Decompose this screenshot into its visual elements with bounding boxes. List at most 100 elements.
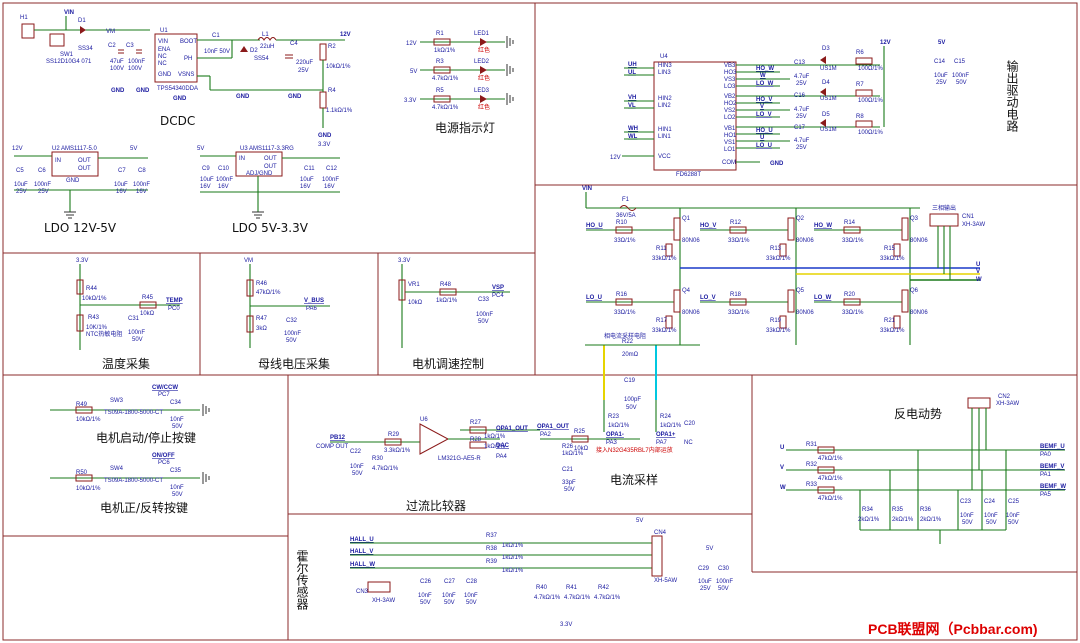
value-r45: 10kΩ — [140, 311, 155, 317]
pin-bemf: PA1 — [1040, 472, 1052, 478]
label-c28: C28 — [466, 579, 478, 585]
value2-c29: 25V — [700, 586, 711, 592]
diode-d1 — [80, 26, 86, 34]
label-r22: R22 — [622, 339, 634, 345]
gate-resistor — [615, 298, 633, 306]
pin-u1: NC — [158, 54, 167, 60]
value-cap: 10uF — [300, 177, 314, 183]
label-c21: C21 — [562, 467, 574, 473]
pin-u4: VCC — [658, 154, 671, 160]
resistor-r7 — [855, 89, 873, 97]
three-phase-bridge-block: VIN F1 36V/5A U V W 三相输出 CN1 XH-3AW — [582, 186, 985, 345]
pin-u2: OUT — [78, 158, 91, 164]
gate-pulldown-resistor — [779, 315, 787, 329]
title-drive: 输出驱动电路 — [1005, 59, 1019, 133]
pin-u4: VS1 — [724, 140, 736, 146]
value-r49: 10kΩ/1% — [76, 417, 101, 423]
value-c32: 100nF — [284, 331, 301, 337]
value-gate-pulldown: 33kΩ/1% — [880, 256, 905, 262]
label-cn2: CN2 — [998, 394, 1011, 400]
net-ho-u: HO_U — [756, 128, 773, 134]
net-pb12: PB12 — [330, 435, 346, 441]
value-mosfet: 80N06 — [910, 238, 928, 244]
value-r2: 10kΩ/1% — [326, 64, 351, 70]
pin-bemf: PA0 — [1040, 452, 1052, 458]
value-gate-resistor: 33Ω/1% — [842, 310, 864, 316]
label-r48: R48 — [440, 282, 452, 288]
value2-cap: 25V — [38, 189, 49, 195]
label-cap: C9 — [202, 166, 210, 172]
value-gate-pulldown: 33kΩ/1% — [652, 328, 677, 334]
value-c19: 100pF — [624, 397, 641, 403]
phase-label: V — [780, 465, 784, 471]
pin-u4: VB2 — [724, 94, 736, 100]
net-hall-v: HALL_V — [350, 549, 373, 555]
bemf-row: W R33 47kΩ/1% BEMF_W PA5 — [780, 482, 1066, 502]
value-r27: 1kΩ/1% — [484, 434, 506, 440]
label-r39: R39 — [486, 559, 498, 565]
resistor-r29 — [384, 438, 402, 446]
overcurrent-comparator-block: PB12 COMP OUT R29 3.3kΩ/1% U6 LM321G-AE5… — [316, 417, 540, 513]
label-gate-resistor: R10 — [616, 220, 628, 226]
phase-u-label: U — [976, 262, 980, 268]
value-c23: 10nF — [960, 513, 974, 519]
label-c26: C26 — [420, 579, 432, 585]
value-r36: 2kΩ/1% — [920, 517, 942, 523]
label-led: LED3 — [474, 88, 490, 94]
label-r50: R50 — [76, 470, 88, 476]
net-opa1-out: OPA1_OUT — [496, 426, 528, 432]
value-r23: 1kΩ/1% — [608, 423, 630, 429]
value-cap: 100nF — [322, 177, 339, 183]
label-d4: D4 — [822, 80, 830, 86]
net-bemf: BEMF_U — [1040, 444, 1065, 450]
vbus-block: VM R46 47kΩ/1% V_BUS PA6 R47 3kΩ C32 100… — [244, 258, 330, 371]
pin-u3: OUT — [264, 164, 277, 170]
pin-u4: LO2 — [724, 115, 736, 121]
value2-c3: 100V — [128, 66, 142, 72]
label-c34: C34 — [170, 400, 182, 406]
value-mosfet: 80N06 — [682, 238, 700, 244]
diode-d3 — [820, 56, 826, 64]
pin-u4: HIN2 — [658, 96, 672, 102]
resistor-r47 — [246, 315, 254, 333]
value-r30: 4.7kΩ/1% — [372, 466, 399, 472]
net-hall-w: HALL_W — [350, 562, 375, 568]
value-cn1: XH-3AW — [962, 222, 985, 228]
label-bemf-resistor: R31 — [806, 442, 818, 448]
label-led-resistor: R3 — [436, 59, 444, 65]
resistor-led — [433, 38, 451, 46]
gate-resistor — [729, 226, 747, 234]
label-mosfet: Q1 — [682, 216, 691, 222]
label-led: LED2 — [474, 59, 490, 65]
value-r29: 3.3kΩ/1% — [384, 448, 411, 454]
label-c31: C31 — [128, 316, 140, 322]
gate-resistor — [843, 226, 861, 234]
note-internal-opamp: 接入N32G435RBL7内部运放 — [596, 446, 673, 454]
ic-u2 — [51, 151, 99, 177]
net-hall-5v: 5V — [636, 518, 643, 524]
value-bemf-resistor: 47kΩ/1% — [818, 496, 843, 502]
label-c2: C2 — [108, 43, 116, 49]
value-gate-pulldown: 33kΩ/1% — [652, 256, 677, 262]
led-row: 5V R3 4.7kΩ/1% LED2 红色 — [410, 59, 514, 82]
label-c35: C35 — [170, 468, 182, 474]
value2-c15: 50V — [956, 80, 967, 86]
value-r39: 1kΩ/1% — [502, 568, 524, 574]
pin-bemf: PA5 — [1040, 492, 1052, 498]
pin-u1: BOOT — [180, 39, 197, 45]
value-f1: 36V/5A — [616, 213, 636, 219]
label-gate-resistor: R20 — [844, 292, 856, 298]
value-c29: 10uF — [698, 579, 712, 585]
label-r26: R26 — [562, 444, 574, 450]
value2-cap: 16V — [136, 189, 147, 195]
value2-c21: 50V — [564, 487, 575, 493]
pin-pa3: PA3 — [606, 440, 618, 446]
net-lo-w: LO_W — [756, 81, 774, 87]
value-c3: 100nF — [128, 59, 145, 65]
value2-c14: 25V — [936, 80, 947, 86]
pin-pa2: PA2 — [540, 432, 552, 438]
pin-u4: HIN1 — [658, 127, 672, 133]
mosfet — [901, 289, 909, 313]
value-d4: US1M — [820, 96, 837, 102]
label-led: LED1 — [474, 31, 490, 37]
